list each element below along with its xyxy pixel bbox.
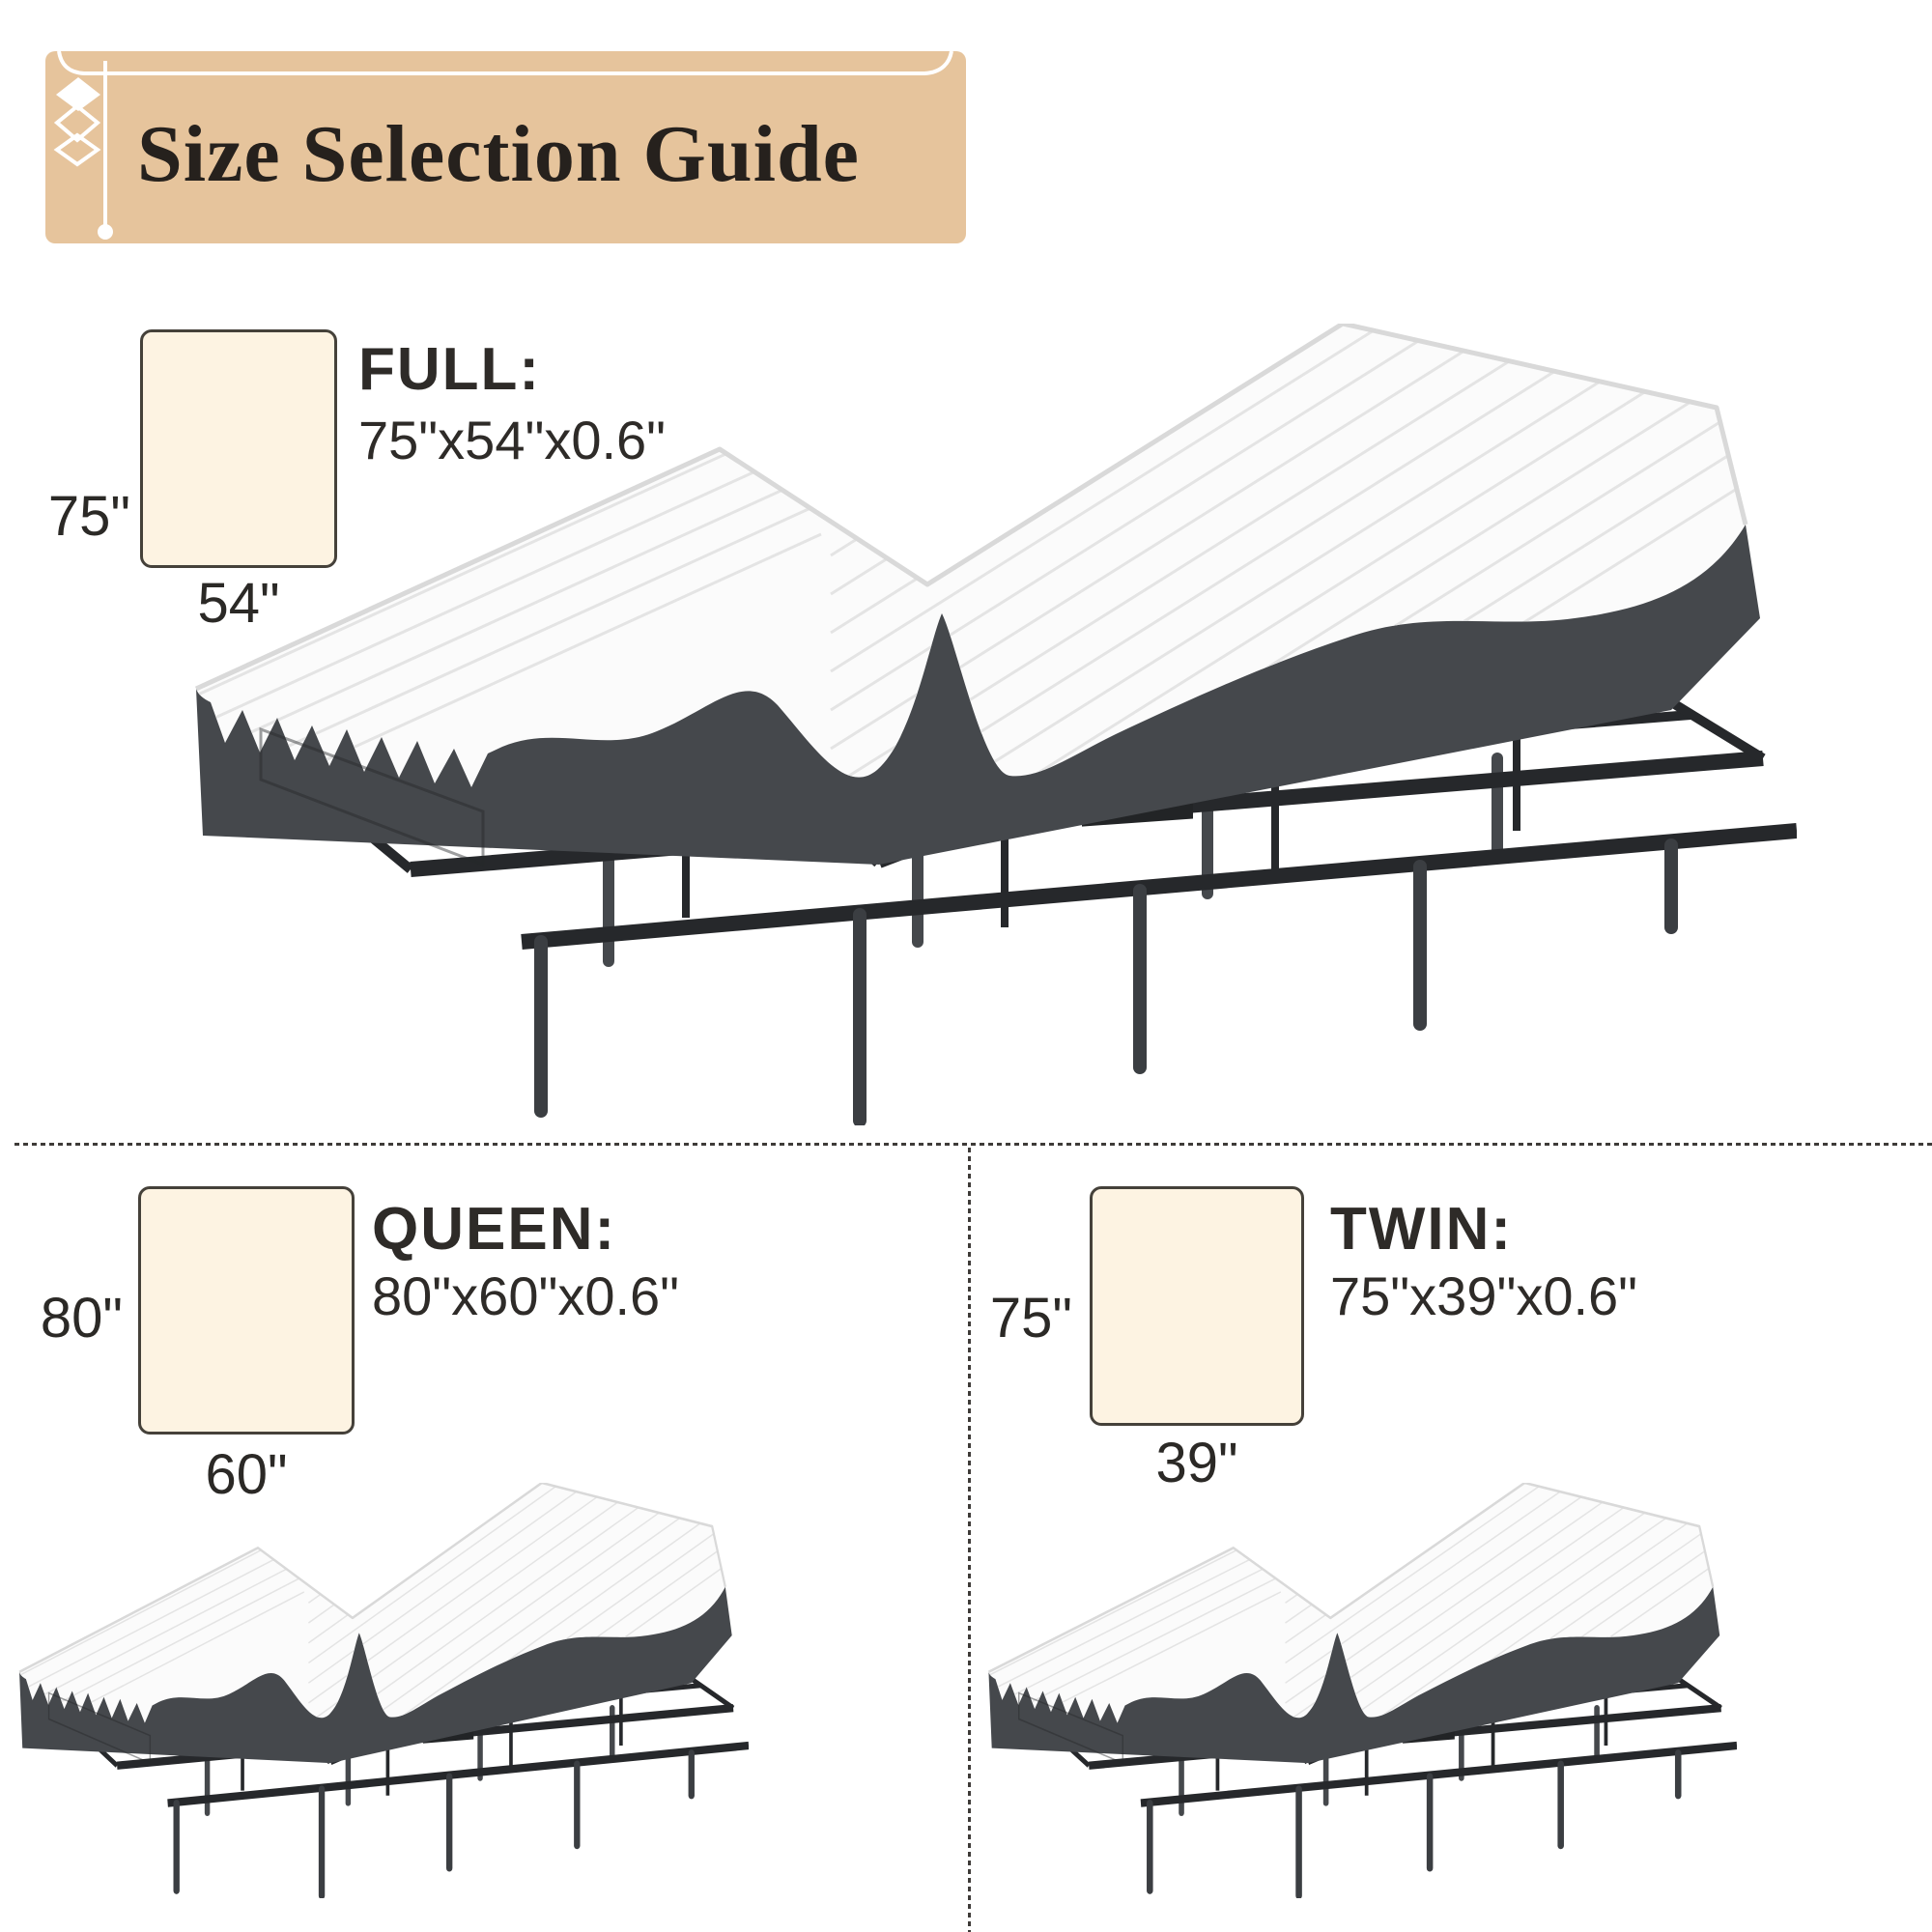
queen-size-dimensions: 80"x60"x0.6" [372,1265,680,1326]
horizontal-dashed-divider [14,1143,1932,1146]
twin-width-label: 39" [1155,1432,1238,1494]
queen-size-name: QUEEN: [372,1196,617,1263]
queen-size-swatch [138,1186,355,1435]
twin-size-dimensions: 75"x39"x0.6" [1330,1265,1638,1326]
full-width-label: 54" [197,572,280,635]
full-length-label: 75" [47,485,130,548]
full-size-name: FULL: [358,336,542,403]
queen-length-label: 80" [40,1287,123,1350]
queen-adjustable-bed-illustration [5,1483,749,1898]
full-adjustable-bed-illustration [164,324,1797,1125]
vertical-dashed-divider [968,1148,971,1932]
title-banner: Size Selection Guide [45,51,966,243]
twin-size-swatch [1090,1186,1304,1426]
twin-length-label: 75" [989,1287,1072,1350]
twin-adjustable-bed-illustration [974,1483,1737,1898]
page-title: Size Selection Guide [137,109,860,199]
full-size-dimensions: 75"x54"x0.6" [358,410,667,470]
full-size-swatch [140,329,337,568]
queen-width-label: 60" [205,1443,288,1506]
twin-size-name: TWIN: [1330,1196,1514,1263]
